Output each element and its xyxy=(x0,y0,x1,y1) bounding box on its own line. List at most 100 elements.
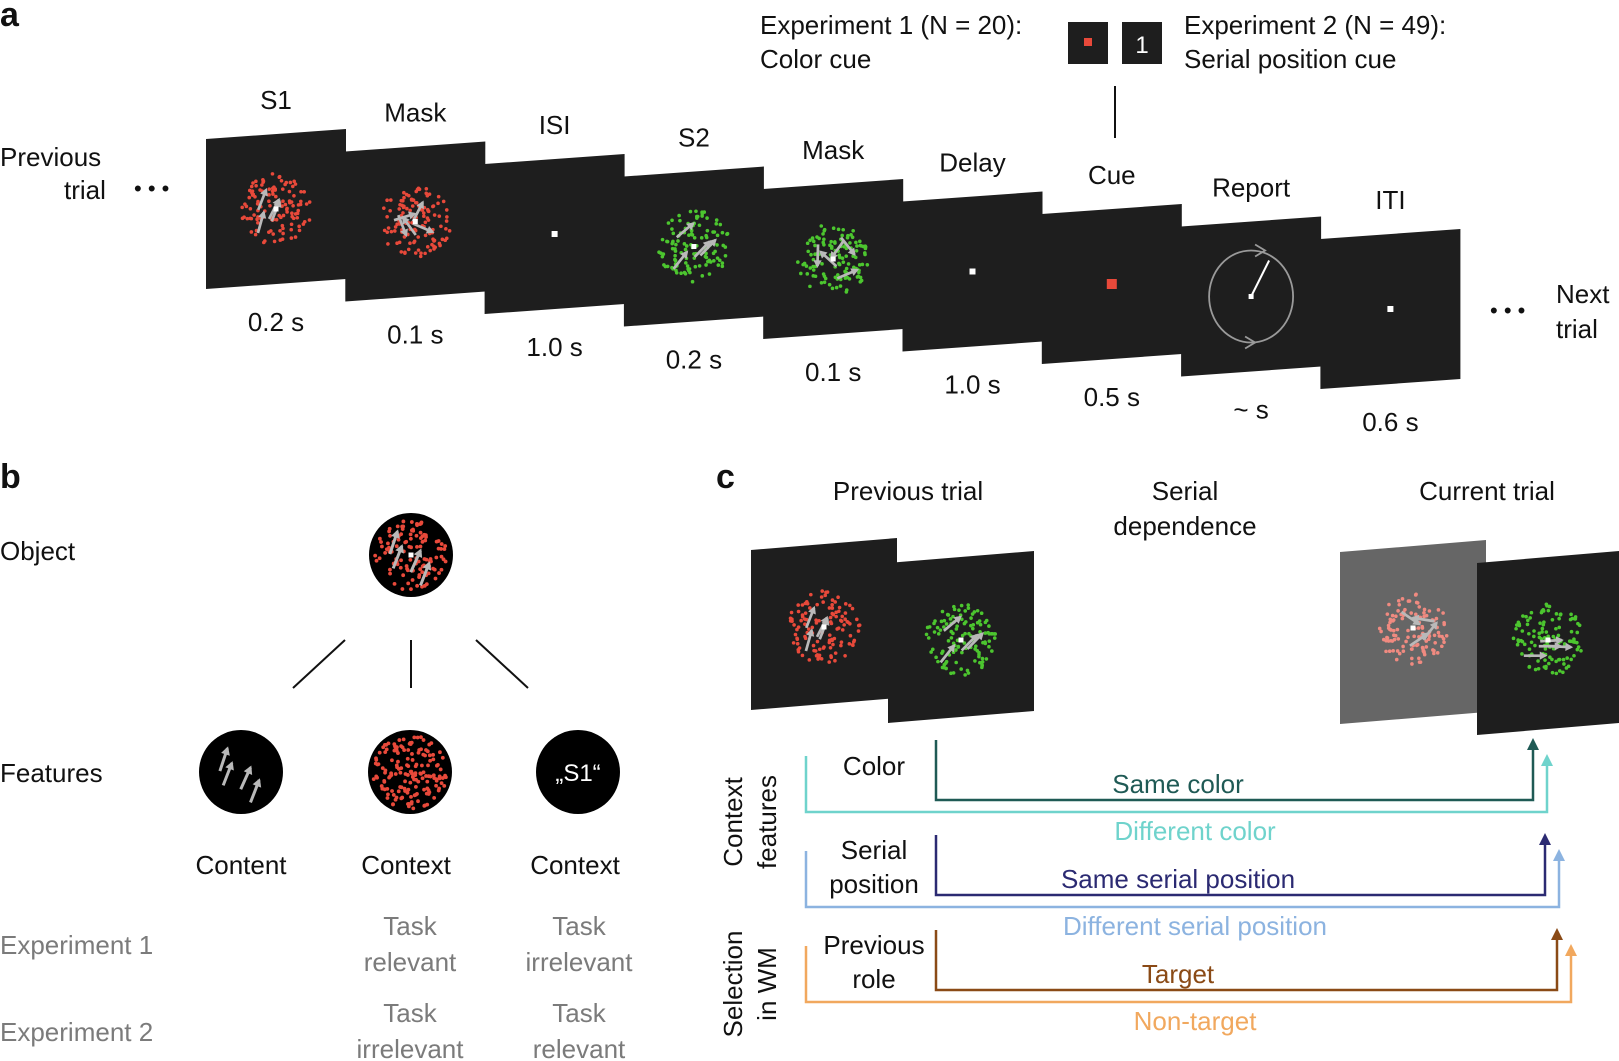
dot xyxy=(699,236,704,240)
dot xyxy=(1520,629,1525,633)
dot xyxy=(940,665,945,670)
dot xyxy=(803,634,807,639)
dot xyxy=(1546,608,1551,613)
dot xyxy=(715,256,720,260)
dot xyxy=(434,778,439,783)
dot xyxy=(414,201,419,205)
dot xyxy=(803,622,807,626)
dot xyxy=(1422,607,1427,612)
dot xyxy=(287,189,292,194)
dot xyxy=(240,216,245,221)
dot xyxy=(434,763,439,768)
dot xyxy=(683,271,688,276)
dot xyxy=(386,242,390,246)
dot xyxy=(1558,612,1563,617)
report-arrow-top xyxy=(1254,243,1267,258)
dot xyxy=(406,193,411,198)
dot xyxy=(828,620,833,624)
dot xyxy=(1524,614,1528,619)
dot xyxy=(694,209,698,214)
dot xyxy=(797,646,802,650)
dot xyxy=(683,247,688,252)
dot xyxy=(280,237,285,241)
dot xyxy=(821,232,825,236)
dot xyxy=(1394,614,1398,619)
different-arrowhead xyxy=(1541,754,1553,766)
dot xyxy=(407,741,412,746)
dot xyxy=(846,262,851,266)
dot xyxy=(1519,638,1523,643)
dot xyxy=(936,659,940,664)
dot xyxy=(944,622,949,626)
dot xyxy=(401,737,406,742)
dot xyxy=(425,216,430,220)
dot xyxy=(704,251,708,256)
dot xyxy=(384,743,389,747)
motion-arrow-head xyxy=(1565,642,1574,652)
dot xyxy=(804,264,809,268)
dot xyxy=(796,649,801,654)
panel-a-letter: a xyxy=(0,0,20,34)
dot xyxy=(714,218,719,222)
dot xyxy=(377,536,382,541)
dot xyxy=(1540,626,1545,631)
dot xyxy=(431,757,436,762)
dot xyxy=(932,621,936,626)
dot xyxy=(720,264,725,269)
dot xyxy=(423,220,428,225)
feature-motion-stimulus xyxy=(199,730,283,814)
dot xyxy=(938,628,943,632)
dot xyxy=(1422,614,1426,619)
dot xyxy=(1537,631,1542,636)
experiment1-label: Experiment 1 xyxy=(0,930,153,960)
dot xyxy=(952,604,956,609)
dot xyxy=(395,524,400,529)
dot xyxy=(827,633,832,637)
dot xyxy=(288,180,293,185)
dot xyxy=(251,181,255,185)
dot xyxy=(822,274,827,279)
dot xyxy=(804,599,809,604)
dot xyxy=(687,268,691,273)
dot xyxy=(297,228,302,233)
dot xyxy=(412,735,417,740)
dot xyxy=(670,227,674,231)
dot xyxy=(417,573,422,577)
dot xyxy=(1394,657,1399,662)
dot xyxy=(409,528,414,533)
dot xyxy=(813,274,818,279)
same-path xyxy=(934,740,1535,802)
dot xyxy=(392,229,397,233)
dot xyxy=(830,286,835,291)
dot xyxy=(416,248,421,252)
dot xyxy=(249,216,254,221)
dot xyxy=(249,184,254,189)
feature-color-stimulus xyxy=(368,730,452,814)
motion-arrow-head xyxy=(416,200,424,210)
dot xyxy=(965,668,970,673)
dot xyxy=(438,750,442,755)
dot xyxy=(410,578,415,582)
dot xyxy=(1520,652,1524,656)
motion-arrow-head xyxy=(820,615,828,625)
motion-arrow-head xyxy=(252,778,262,788)
dot xyxy=(799,618,803,623)
motion-arrow-head xyxy=(947,643,956,653)
dot xyxy=(1557,669,1562,673)
dot xyxy=(846,620,850,625)
dot xyxy=(839,640,844,644)
dot xyxy=(811,264,815,269)
next-trial-label-1: Next xyxy=(1556,279,1610,309)
dot xyxy=(377,556,382,561)
exp2-cue-title: Experiment 2 (N = 49): xyxy=(1184,10,1446,40)
dot xyxy=(444,219,449,223)
dot xyxy=(299,189,303,194)
dot xyxy=(383,768,388,773)
dot xyxy=(389,229,394,234)
dot xyxy=(279,178,284,183)
dot xyxy=(819,595,824,599)
dot xyxy=(268,203,272,208)
dot xyxy=(816,657,820,661)
dot xyxy=(403,251,407,255)
